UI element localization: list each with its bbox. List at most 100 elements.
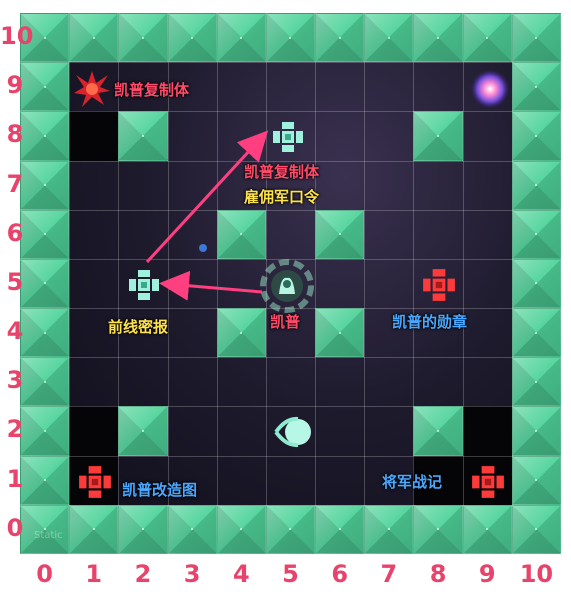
wall-tile [69,504,119,554]
y-axis-label: 1 [6,464,24,493]
marker-dot [199,244,207,252]
wall-tile [413,504,463,554]
x-axis-label: 5 [282,560,299,588]
label-mercenary-command: 雇佣军口令 [244,188,320,206]
wall-tile [20,504,70,554]
kaipu-hero-icon[interactable] [259,258,315,314]
grid-line [511,13,513,554]
wall-tile [167,13,217,63]
wall-tile [216,13,266,63]
label-kaipu-medal: 凯普的勋章 [392,313,468,331]
grid-line [20,258,561,260]
wall-tile [20,13,70,63]
dark-tile [462,406,512,456]
wall-tile [315,308,365,358]
y-axis-label: 8 [6,120,24,149]
y-axis-label: 5 [6,267,24,296]
wall-tile [315,209,365,259]
wall-tile [413,111,463,161]
cross-token-icon[interactable] [127,268,161,302]
x-axis-label: 4 [232,560,250,588]
x-axis-label: 3 [183,560,201,588]
grid-line [265,13,267,554]
grid-line [364,13,366,554]
wall-tile [511,455,561,505]
wall-tile [167,504,217,554]
watermark: Static [34,530,63,541]
y-axis-label: 3 [6,366,24,395]
grid-line [20,406,561,408]
label-replica-mid: 凯普复制体 [244,163,320,181]
wall-tile [462,13,512,63]
wall-tile [265,504,316,554]
orb-icon[interactable] [272,414,316,450]
wall-tile [20,308,70,358]
wall-tile [511,357,561,407]
wall-tile [315,504,365,554]
grid-line [69,13,71,554]
y-axis-label: 6 [6,218,24,247]
cross-token-icon[interactable] [421,267,457,303]
x-axis-label: 10 [519,560,554,588]
wall-tile [216,209,266,259]
y-axis-label: 0 [6,513,24,542]
grid-line [315,13,317,554]
y-axis-label: 2 [6,415,24,444]
x-axis-label: 9 [478,560,496,588]
dark-tile [413,455,463,505]
y-axis-label: 4 [6,317,24,346]
x-axis-label: 2 [134,560,152,588]
grid-line [118,13,120,554]
x-axis-label: 1 [85,560,103,588]
wall-tile [20,455,70,505]
galaxy-portal-icon[interactable] [468,67,512,111]
grid-line [20,111,561,113]
grid-line [216,13,218,554]
cross-token-icon[interactable] [271,120,305,154]
wall-tile [364,504,414,554]
grid-line [20,455,561,457]
wall-tile [413,406,463,456]
game-board [20,13,561,554]
wall-tile [364,13,414,63]
wall-tile [20,209,70,259]
label-frontline-report: 前线密报 [108,318,169,336]
wall-tile [20,357,70,407]
cross-token-icon[interactable] [470,464,506,500]
dark-tile [69,111,119,161]
label-general-notes: 将军战记 [382,473,443,491]
x-axis-label: 6 [331,560,349,588]
wall-tile [511,406,561,456]
label-kaipu: 凯普 [270,313,301,331]
cross-token-icon[interactable] [77,464,113,500]
wall-tile [118,406,168,456]
x-axis-label: 7 [380,560,398,588]
grid-line [20,62,561,64]
wall-tile [511,111,561,161]
wall-tile [20,258,70,309]
label-modification-plan: 凯普改造图 [122,481,198,499]
wall-tile [511,13,561,63]
y-axis-label: 7 [6,169,24,198]
wall-tile [511,308,561,358]
y-axis-label: 9 [6,71,24,100]
wall-tile [20,160,70,210]
wall-tile [265,13,316,63]
grid-line [462,13,464,554]
wall-tile [20,406,70,456]
grid-line [20,357,561,359]
wall-tile [511,504,561,554]
wall-tile [216,308,266,358]
label-replica-top: 凯普复制体 [114,81,190,99]
explosion-icon [74,71,110,107]
wall-tile [20,111,70,161]
grid-line [20,504,561,506]
grid-line [20,308,561,310]
wall-tile [315,13,365,63]
grid-line [20,209,561,211]
wall-tile [69,13,119,63]
wall-tile [118,111,168,161]
wall-tile [413,13,463,63]
wall-tile [511,160,561,210]
